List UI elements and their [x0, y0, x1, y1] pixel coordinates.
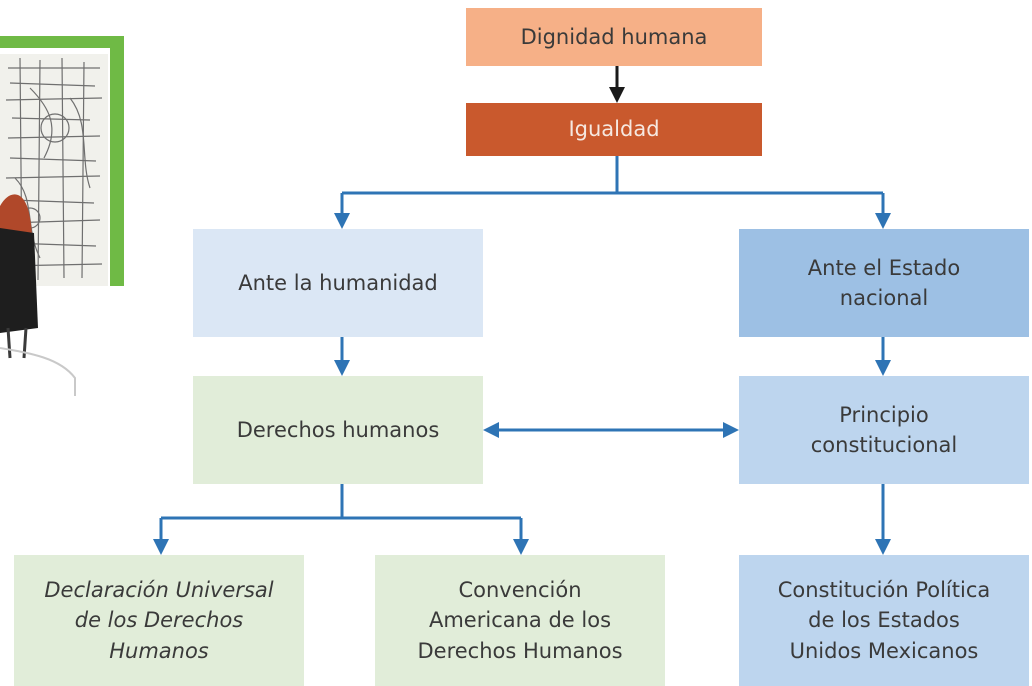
arrowhead-ante-humanidad [334, 213, 350, 229]
arrowhead-ante-estado [875, 213, 891, 229]
arrowhead-convencion [513, 539, 529, 555]
node-label: Constitución Política de los Estados Uni… [777, 577, 991, 663]
arrowhead-left [483, 422, 499, 438]
node-constitucion-politica: Constitución Política de los Estados Uni… [739, 555, 1029, 686]
arrowhead-principio [875, 360, 891, 376]
arrowhead-constitucion [875, 539, 891, 555]
node-declaracion-universal: Declaración Universal de los Derechos Hu… [14, 555, 304, 686]
node-label: Ante el Estado nacional [807, 255, 961, 310]
node-label: Derechos humanos [236, 417, 440, 442]
arrowhead-igualdad [609, 87, 625, 103]
node-label: Principio constitucional [810, 402, 958, 457]
arrowhead-derechos-humanos [334, 360, 350, 376]
node-principio-constitucional: Principio constitucional [739, 376, 1029, 484]
node-convencion-americana: Convención Americana de los Derechos Hum… [375, 555, 665, 686]
arrowhead-declaracion [153, 539, 169, 555]
node-ante-el-estado-nacional: Ante el Estado nacional [739, 229, 1029, 337]
node-ante-la-humanidad: Ante la humanidad [193, 229, 483, 337]
woman-looking-at-mural-illustration [0, 36, 124, 396]
node-dignidad-humana: Dignidad humana [466, 8, 762, 66]
node-label: Dignidad humana [520, 24, 708, 49]
arrowhead-right [723, 422, 739, 438]
node-igualdad: Igualdad [466, 103, 762, 156]
node-label: Ante la humanidad [238, 270, 438, 295]
node-derechos-humanos: Derechos humanos [193, 376, 483, 484]
node-label: Declaración Universal de los Derechos Hu… [44, 577, 274, 663]
node-label: Convención Americana de los Derechos Hum… [417, 577, 623, 663]
node-label: Igualdad [568, 117, 660, 142]
